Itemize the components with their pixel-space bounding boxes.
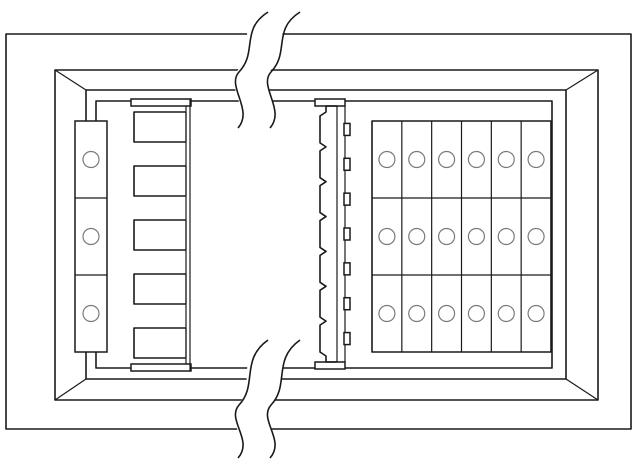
left-strip-hole	[82, 304, 100, 323]
center-comb-notch	[343, 227, 351, 241]
break-line-top	[233, 0, 301, 129]
bezel	[54, 69, 599, 401]
terminal-hole	[527, 304, 545, 323]
left-terminal-strip	[74, 120, 108, 353]
left-comb-tooth	[133, 219, 186, 251]
terminal-hole	[408, 227, 426, 246]
terminal-hole	[497, 304, 515, 323]
terminal-hole	[497, 150, 515, 169]
terminal-hole	[408, 150, 426, 169]
terminal-block-grid	[371, 120, 552, 353]
terminal-hole	[378, 227, 396, 246]
terminal-hole	[437, 150, 456, 169]
left-comb-tooth	[133, 273, 186, 305]
terminal-hole	[467, 304, 486, 323]
left-strip-hole	[82, 150, 100, 169]
left-comb-tooth	[133, 327, 186, 359]
center-comb-notch	[343, 122, 351, 137]
left-strip-hole	[82, 227, 100, 246]
terminal-hole	[527, 227, 545, 246]
center-comb-profile	[319, 105, 337, 363]
left-comb-tooth	[133, 111, 186, 143]
center-comb-notch	[343, 262, 351, 276]
terminal-hole	[437, 304, 456, 323]
center-comb-notch	[343, 192, 351, 206]
center-comb-rail	[314, 98, 351, 370]
center-comb-notch	[343, 157, 351, 172]
terminal-hole	[527, 150, 545, 169]
terminal-hole	[378, 150, 396, 169]
left-comb-rail	[130, 98, 192, 372]
left-comb-tooth	[133, 165, 186, 197]
terminal-hole	[437, 227, 456, 246]
terminal-hole	[408, 304, 426, 323]
terminal-hole	[378, 304, 396, 323]
terminal-hole	[497, 227, 515, 246]
center-comb-notch	[343, 331, 351, 346]
center-comb-notch	[343, 296, 351, 311]
outer-frame	[5, 33, 632, 430]
terminal-hole	[467, 150, 486, 169]
break-line-bottom	[233, 336, 301, 460]
terminal-hole	[467, 227, 486, 246]
